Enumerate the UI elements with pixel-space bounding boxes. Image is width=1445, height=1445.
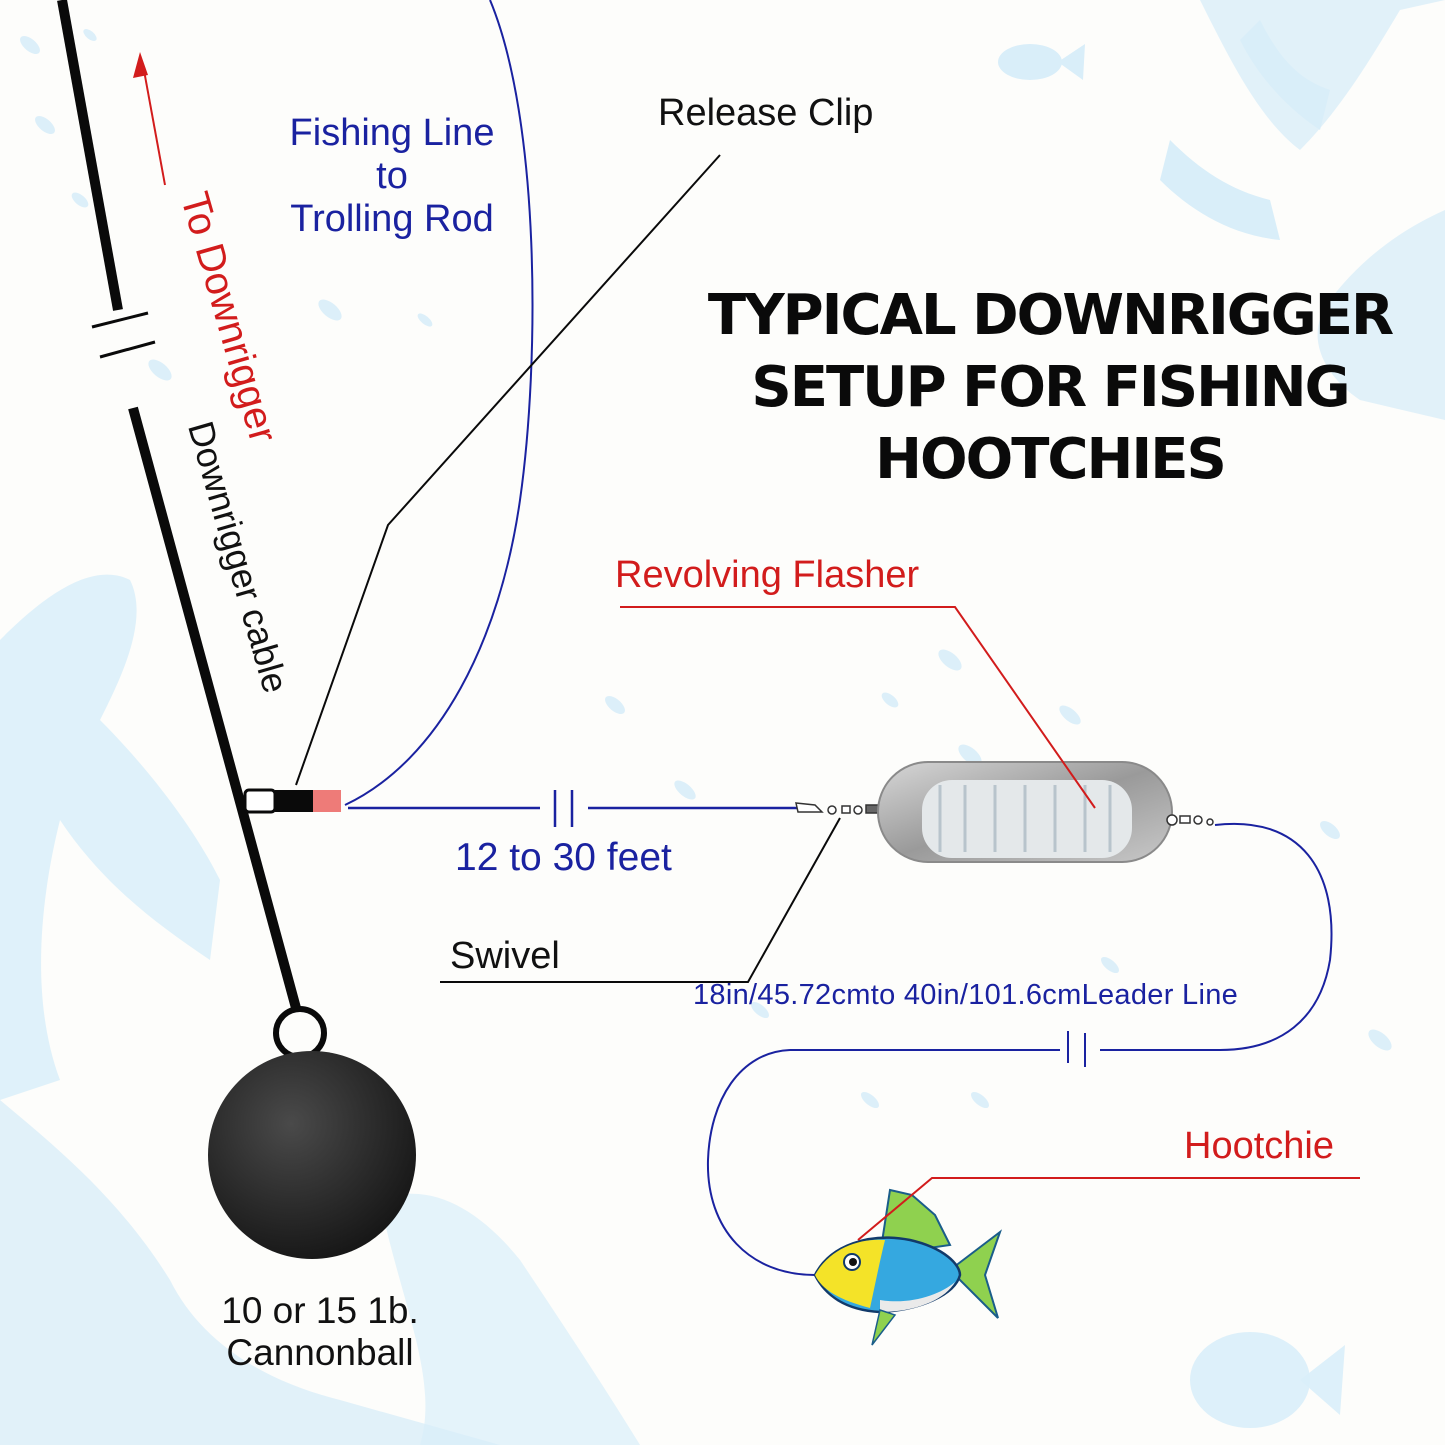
fishing-line-label-line2: to [376, 155, 408, 197]
to-downrigger-arrow [142, 64, 166, 186]
release-clip-label: Release Clip [658, 92, 874, 134]
arrowhead-up-icon [133, 52, 148, 78]
title-line-2: SETUP FOR FISHING [751, 355, 1350, 420]
swivel [795, 802, 881, 815]
fishing-line-to-rod [344, 0, 534, 806]
cannonball-label-line1: 10 or 15 1b. [221, 1290, 419, 1331]
cable-break-mark [99, 340, 156, 359]
cannonball-label: 10 or 15 1b. Cannonball [190, 1290, 450, 1374]
rear-swivel [1166, 814, 1214, 826]
swivel-pointer [440, 817, 841, 983]
cannonball-label-line2: Cannonball [226, 1332, 414, 1373]
revolving-flasher [877, 761, 1173, 863]
cannonball-ring [273, 1006, 327, 1060]
leader-line-label: 18in/45.72cmto 40in/101.6cmLeader Line [693, 979, 1239, 1011]
hootchie-fish [813, 1188, 1003, 1346]
fishing-line-label-line1: Fishing Line [289, 112, 495, 154]
revolving-flasher-label: Revolving Flasher [615, 554, 920, 596]
release-clip-body [243, 788, 277, 814]
release-clip-pointer [295, 154, 721, 786]
diagram-title: TYPICAL DOWNRIGGER SETUP FOR FISHING HOO… [700, 280, 1400, 496]
hootchie-label: Hootchie [1184, 1125, 1334, 1167]
title-line-3: HOOTCHIES [875, 427, 1227, 492]
distance-label: 12 to 30 feet [455, 836, 672, 879]
title-line-1: TYPICAL DOWNRIGGER [707, 283, 1394, 348]
downrigger-cable-upper [57, 0, 123, 311]
hootchie-callout-line [857, 1177, 1360, 1241]
flasher-callout-line [620, 606, 1096, 809]
downrigger-cable-lower [128, 406, 301, 1010]
release-clip-pink [313, 790, 341, 812]
cannonball [208, 1051, 416, 1259]
fishing-line-label: Fishing Line to Trolling Rod [276, 112, 508, 241]
release-clip-black [275, 790, 313, 812]
fishing-line-label-line3: Trolling Rod [290, 198, 494, 240]
swivel-label: Swivel [450, 935, 560, 977]
cable-break-mark [91, 311, 149, 329]
